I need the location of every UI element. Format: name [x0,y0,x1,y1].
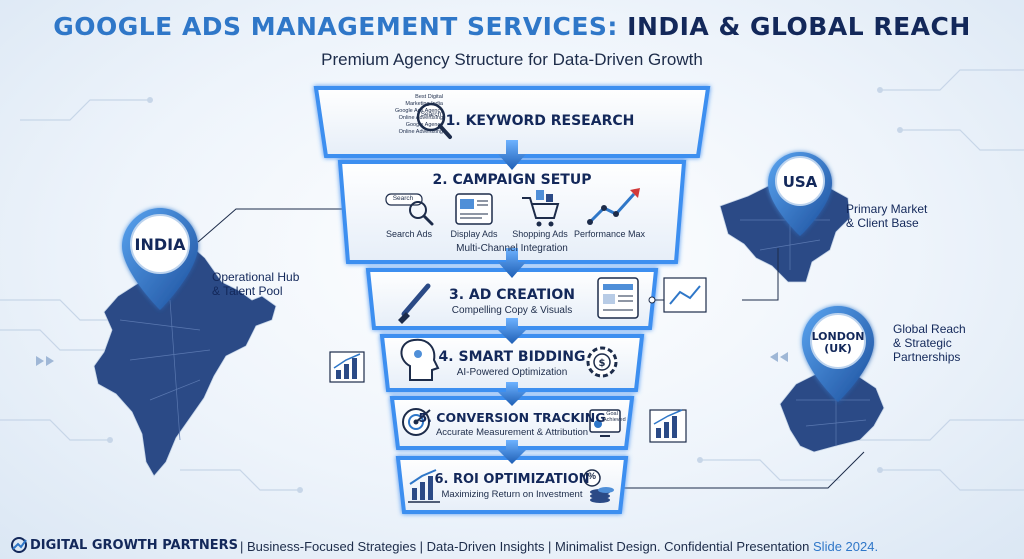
goal-badge-line: Goal [606,411,618,417]
title-part-2: INDIA & GLOBAL REACH [627,12,971,41]
performance-max-icon [587,188,640,225]
step-6-shape [395,456,629,514]
india-label-line: Operational Hub [212,270,300,284]
london-pin-label: LONDON (UK) [808,331,868,355]
paintbrush-icon [398,283,431,324]
keyword-line: Online Advertising [398,129,443,135]
display-ads-icon [455,193,493,225]
goal-badge: Goal Achieved [603,411,626,423]
page-title: GOOGLE ADS MANAGEMENT SERVICES: INDIA & … [0,12,1024,41]
arrow-4-5 [498,382,526,406]
london-pin-line: (UK) [824,342,852,355]
step-2-shape [337,160,687,264]
trend-chart-icon [648,277,707,313]
footer-bar: DIGITAL GROWTH PARTNERS | Business-Focus… [0,532,1024,559]
channel-display-ads: Display Ads [450,229,498,239]
channel-search-ads: Search Ads [385,229,433,239]
step-5-shape [389,396,635,450]
step-2-title: 2. CAMPAIGN SETUP [432,172,592,188]
step-1-shape [313,86,711,158]
keyword-line: Best Digital [415,94,443,100]
footer-slide-label: Slide 2024. [813,539,879,554]
footer-tagline: | Business-Focused Strategies | Data-Dri… [240,539,878,554]
usa-pin-label: USA [782,173,818,191]
step-2-subtitle: Multi-Channel Integration [456,243,568,254]
svg-text:$: $ [599,358,606,369]
step-3-shape [365,268,659,330]
goal-badge-line: Achieved [603,417,626,423]
usa-label-line: & Client Base [846,216,919,230]
london-region-label: Global Reach & Strategic Partnerships [893,322,966,364]
arrow-2-3 [498,248,526,278]
page-subtitle: Premium Agency Structure for Data-Driven… [321,50,703,69]
step-1-title: 1. KEYWORD RESEARCH [445,113,635,129]
step-6-subtitle: Maximizing Return on Investment [441,489,583,500]
step-4-subtitle: AI-Powered Optimization [456,367,568,378]
search-magnifier-icon [416,102,452,139]
step-4-shape [379,334,645,392]
usa-label-line: Primary Market [846,202,928,216]
bar-chart-right-icon [649,409,687,443]
target-icon [402,408,431,436]
keyword-line: Marketing India [405,101,443,107]
step-5-subtitle: Accurate Measurement & Attribution [435,427,589,438]
coins-percent-icon [583,469,614,503]
footer-tagline-text: | Business-Focused Strategies | Data-Dri… [240,539,810,554]
keyword-line: Google Ads Agency [394,108,443,114]
brand-logo-icon [11,537,27,553]
search-box-label: Search [420,111,442,118]
percent-symbol: % [587,471,596,481]
step-6-title: 6. ROI OPTIMIZATION [434,472,590,487]
arrow-5-6 [498,440,526,464]
keyword-line: Google Agency [405,122,443,128]
search-ads-icon [385,193,434,226]
london-pin-line: LONDON [811,330,865,343]
shopping-cart-icon [522,190,560,227]
usa-pin [768,152,832,236]
channel-shopping-ads: Shopping Ads [512,229,568,239]
step-4-title: 4. SMART BIDDING [438,349,586,365]
ad-layout-icon [597,277,639,319]
goal-monitor-icon [589,409,621,437]
usa-region-label: Primary Market & Client Base [846,202,927,230]
step-3-title: 3. AD CREATION [448,287,575,303]
channel-performance-max: Performance Max [574,229,646,239]
footer-brand: DIGITAL GROWTH PARTNERS [30,538,239,553]
london-label-line: Global Reach [893,322,966,336]
london-label-line: Partnerships [893,350,961,364]
dollar-gear-icon: $ [586,346,618,378]
bar-chart-left-icon [329,351,365,383]
growth-chart-icon [408,469,440,503]
india-region-label: Operational Hub & Talent Pool [212,270,299,298]
india-pin [122,208,198,310]
india-map [93,239,277,477]
keyword-line: Online Advertising [398,115,443,121]
search-ads-box-label: Search [392,195,414,202]
keyword-list: Best Digital Marketing India Google Ads … [359,94,443,136]
london-pin [802,306,874,402]
step-3-subtitle: Compelling Copy & Visuals [451,305,573,316]
step-5-title: 5. CONVERSION TRACKING [418,410,606,425]
ai-head-icon [400,338,440,381]
title-part-1: GOOGLE ADS MANAGEMENT SERVICES: [53,12,618,41]
arrow-3-4 [498,318,526,344]
london-label-line: & Strategic [893,336,952,350]
arrow-1-2 [498,140,526,170]
india-pin-label: INDIA [134,235,186,254]
india-label-line: & Talent Pool [212,284,283,298]
